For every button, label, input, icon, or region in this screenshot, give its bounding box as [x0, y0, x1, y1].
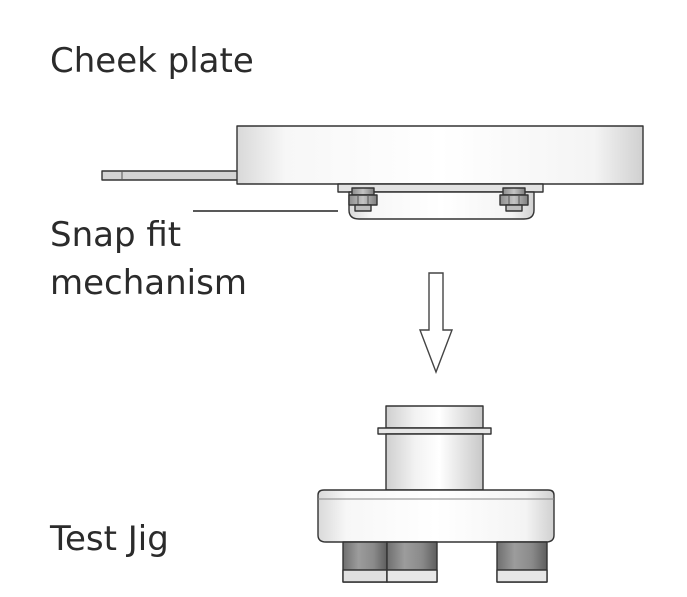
cheek-plate-label: Cheek plate [50, 41, 254, 81]
cheek-plate-body [236, 125, 644, 185]
snap-fit-base [348, 191, 535, 220]
snap-fit-label-line2: mechanism [50, 263, 247, 303]
test-jig-collar [377, 427, 492, 435]
test-jig-leg-center [386, 541, 438, 583]
down-arrow-icon [418, 272, 454, 374]
test-jig-label: Test Jig [50, 519, 169, 559]
test-jig-assembly [317, 405, 555, 583]
test-jig-base [317, 489, 555, 543]
cheek-plate-assembly [101, 125, 644, 220]
test-jig-neck [385, 433, 484, 491]
snap-fit-right-nut [499, 187, 529, 212]
test-jig-top-cylinder [385, 405, 484, 429]
test-jig-leg-right [496, 541, 548, 583]
snap-fit-left-nut [348, 187, 378, 212]
snap-fit-label-line1: Snap fit [50, 215, 182, 255]
test-jig-leg-left [342, 541, 388, 583]
